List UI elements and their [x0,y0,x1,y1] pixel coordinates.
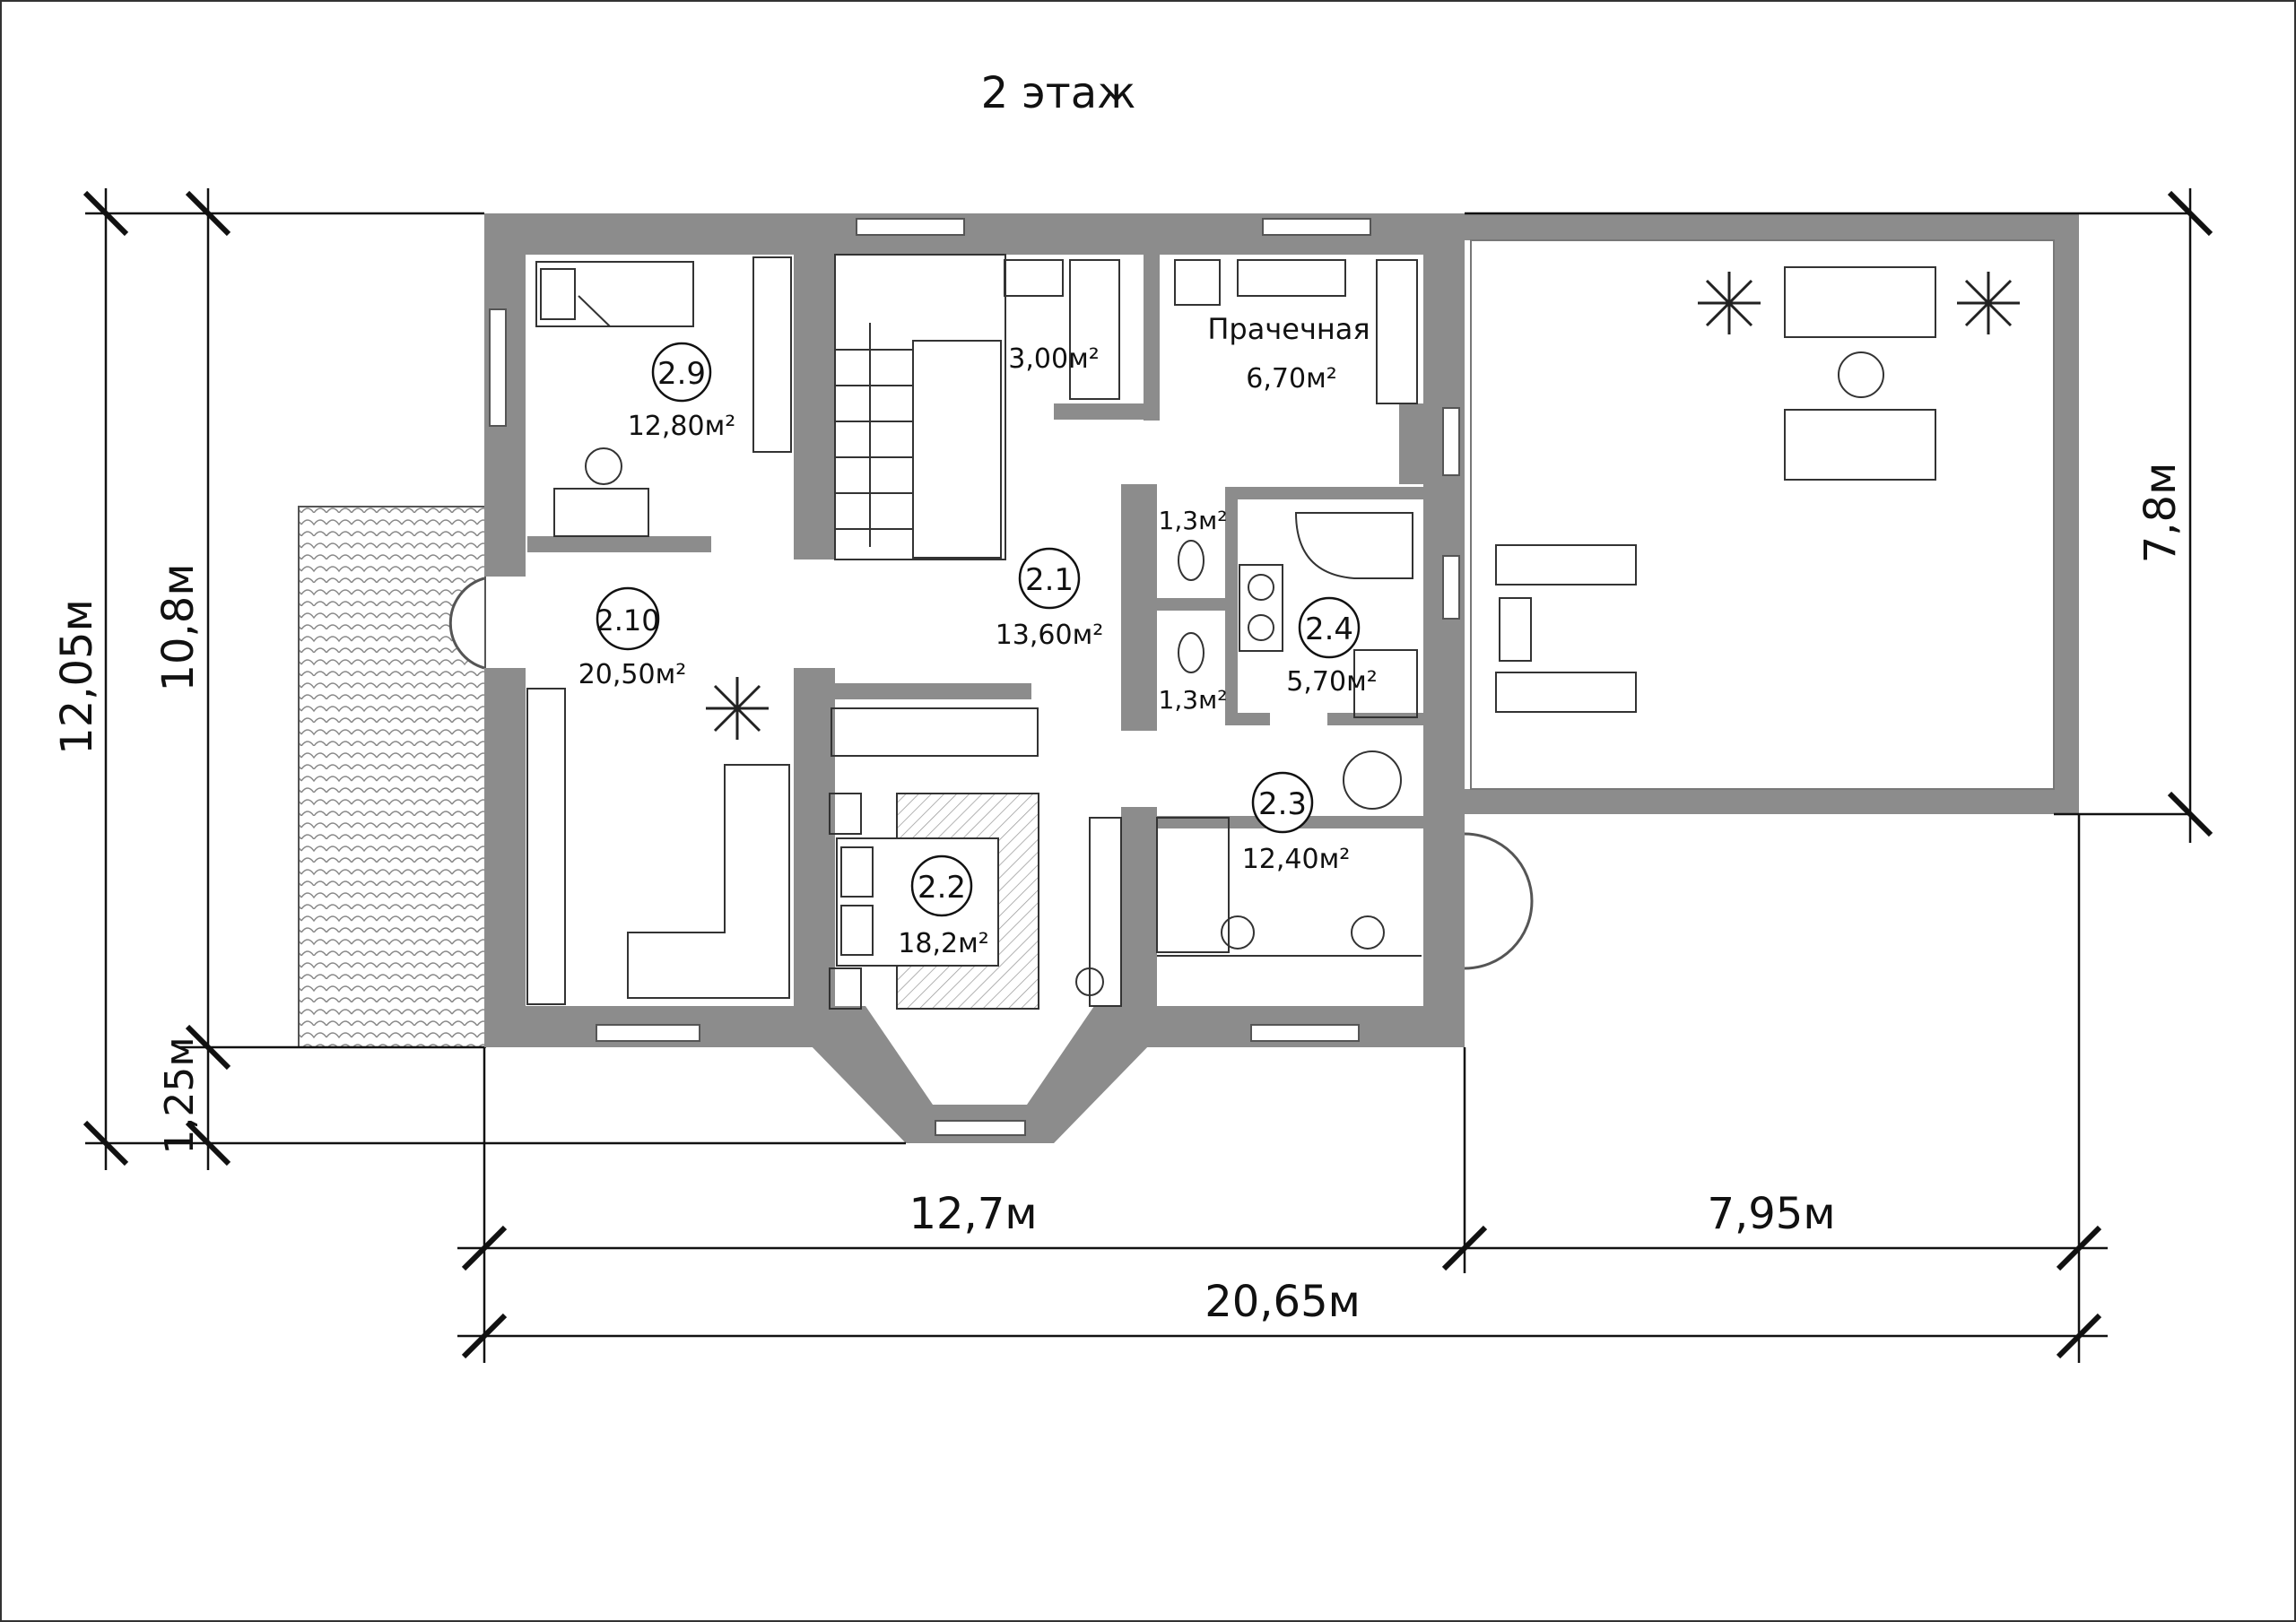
room-number: 2.9 [657,356,706,392]
room-area: 13,60м² [996,620,1104,651]
room-area: 20,50м² [578,659,687,690]
wc-upper-area: 1,3м² [1159,506,1228,535]
windows [489,218,1460,1136]
balcony-round-left [448,577,485,670]
room-area: 18,2м² [898,928,988,959]
room-area: 12,40м² [1242,844,1351,875]
room-2-4: 2.4 5,70м² [1286,596,1378,698]
terrace-floor [1470,239,2055,790]
room-2-2: 2.2 18,2м² [898,854,989,959]
room-2-1: 2.1 13,60м² [996,547,1104,651]
room-2-10: 2.10 20,50м² [578,586,687,690]
wc-lower-area: 1,3м² [1159,685,1228,715]
room-number: 2.3 [1258,786,1307,822]
dim-main-height: 10,8м [153,563,204,691]
laundry-name: Прачечная [1207,312,1370,346]
dimension-lines [83,188,2213,1363]
room-2-3: 2.3 12,40м² [1242,771,1351,875]
room-2-9: 2.9 12,80м² [628,342,736,442]
dim-bay-height: 1,25м [157,1037,203,1154]
bathroom-area: 3,00м² [1008,343,1099,375]
dim-total-height: 12,05м [52,599,102,755]
balcony-left [298,506,486,1048]
room-number: 2.10 [596,603,659,638]
dim-terrace-width: 7,95м [1707,1189,1835,1239]
balcony-round-right [1464,832,1534,970]
dim-main-width: 12,7м [909,1189,1037,1239]
room-area: 12,80м² [628,411,736,442]
laundry-area: 6,70м² [1246,363,1336,395]
room-number: 2.1 [1025,562,1074,598]
room-area: 5,70м² [1286,666,1377,698]
room-number: 2.2 [918,870,966,906]
floor-title: 2 этаж [981,68,1136,118]
dim-terrace-height: 7,8м [2135,463,2186,564]
dim-total-width: 20,65м [1205,1277,1361,1327]
room-number: 2.4 [1305,612,1353,647]
plant-icons [706,272,2020,740]
